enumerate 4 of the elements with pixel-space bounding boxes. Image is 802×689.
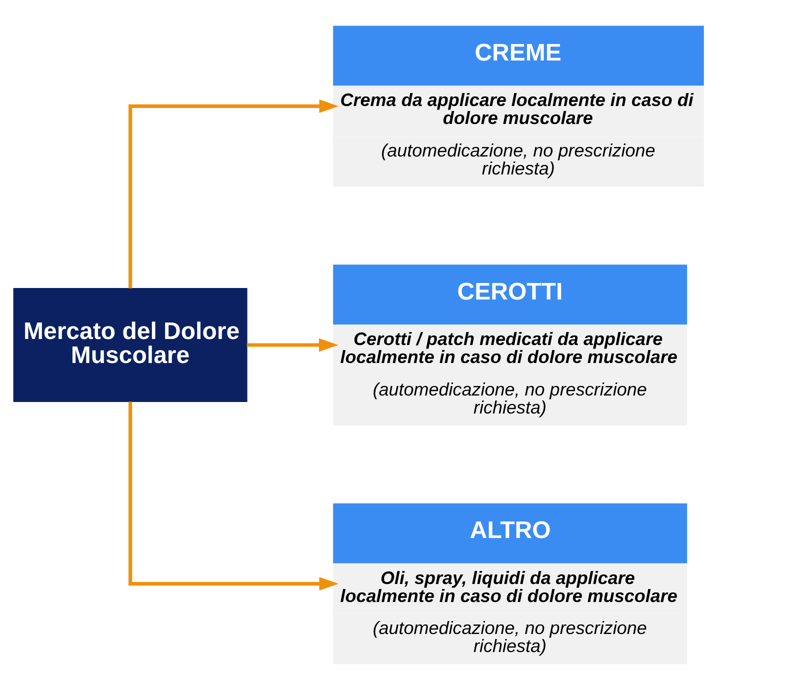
- arrow: [128, 98, 338, 288]
- node-box: Mercato del Dolore Muscolare: [12, 288, 247, 402]
- arrow: [246, 338, 338, 352]
- arrow: [128, 401, 338, 590]
